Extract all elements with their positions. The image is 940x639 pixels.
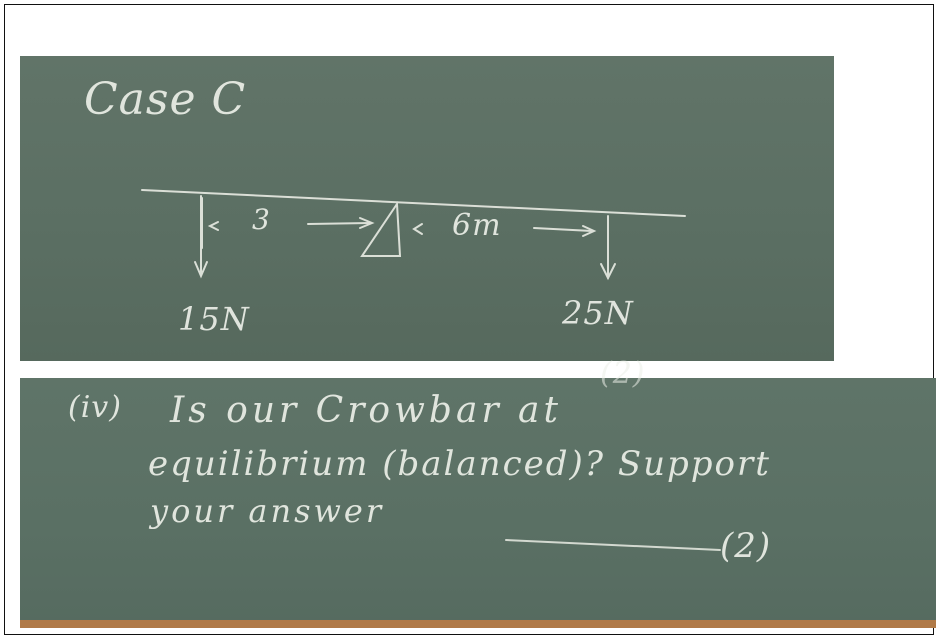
- marks-label: (2): [720, 526, 772, 566]
- right-arrowhead: [600, 263, 616, 281]
- left-distance-line: [307, 222, 371, 225]
- question-number: (iv): [68, 390, 122, 425]
- case-title: Case C: [84, 74, 247, 125]
- right-distance-line: [533, 227, 593, 232]
- answer-blank-line: [505, 539, 721, 551]
- chalkboard-top: Case C 3 6m 15N 25N: [20, 56, 834, 361]
- fulcrum-triangle: [360, 200, 402, 257]
- question-line-2: equilibrium (balanced)? Support: [148, 444, 771, 484]
- right-force-label: 25N: [562, 294, 634, 332]
- left-force-label: 15N: [178, 300, 250, 338]
- question-line-1: Is our Crowbar at: [170, 390, 562, 431]
- right-distance-label: 6m: [452, 208, 502, 243]
- left-arrowhead: [194, 261, 208, 279]
- lever-diagram: [141, 189, 686, 281]
- top-fragment: (2): [600, 356, 646, 391]
- answer-line-svg: [505, 539, 721, 551]
- left-distance-label: 3: [252, 203, 271, 236]
- chalk-ledge: [20, 620, 936, 628]
- chalkboard-bottom: (2) (iv) Is our Crowbar at equilibrium (…: [20, 356, 936, 623]
- question-line-3: your answer: [150, 492, 385, 530]
- lever-beam: [141, 189, 686, 217]
